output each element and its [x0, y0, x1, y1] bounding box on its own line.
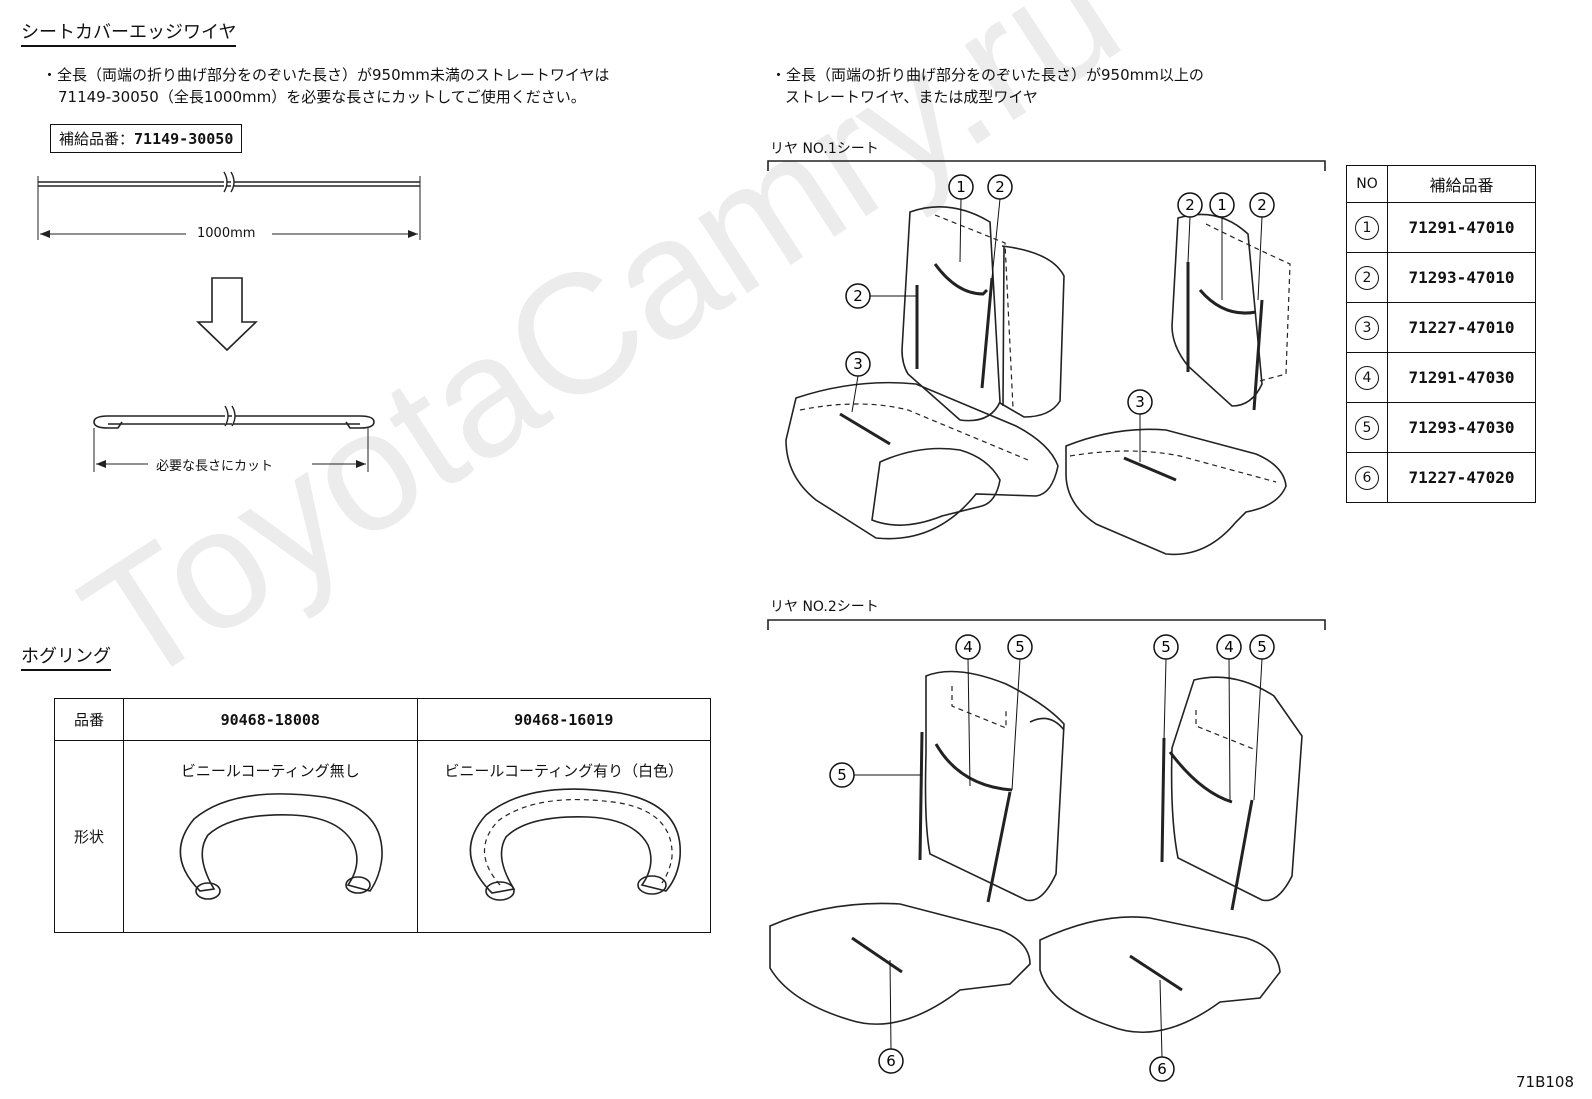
row-no: 4 — [1355, 365, 1379, 390]
svg-text:1: 1 — [1217, 196, 1227, 214]
seat2-left-back — [924, 670, 1065, 902]
hog-part-a: 90468-18008 — [123, 698, 418, 741]
hog-part-b: 90468-16019 — [416, 698, 711, 741]
note-long-line-1: ・全長（両端の折り曲げ部分をのぞいた長さ）が950mm以上の — [771, 66, 1204, 84]
svg-text:3: 3 — [1135, 393, 1145, 411]
svg-text:6: 6 — [1157, 1060, 1167, 1078]
seat1-callouts: 1 2 2 3 2 1 2 3 — [845, 174, 1275, 462]
note-long-line-2: ストレートワイヤ、または成型ワイヤ — [785, 88, 1038, 106]
seat2-callouts: 4 5 5 6 5 4 5 6 — [829, 634, 1275, 1082]
svg-text:3: 3 — [853, 355, 863, 373]
row-part-number: 71291-47010 — [1387, 202, 1536, 253]
supply-label: 補給品番： — [59, 130, 135, 148]
cut-label: 必要な長さにカット — [152, 455, 278, 474]
row-no: 5 — [1355, 415, 1379, 440]
row-no: 2 — [1355, 265, 1379, 290]
svg-text:2: 2 — [1257, 196, 1267, 214]
svg-text:4: 4 — [963, 638, 973, 656]
hog-ring-title: ホグリング — [21, 642, 111, 671]
row-no: 3 — [1355, 315, 1379, 340]
row-part-number: 71227-47020 — [1387, 452, 1536, 503]
svg-text:5: 5 — [1257, 638, 1267, 656]
seat1-left-back — [901, 206, 1001, 422]
table-row: 6 71227-47020 — [1346, 452, 1536, 503]
svg-text:5: 5 — [837, 766, 847, 784]
svg-text:5: 5 — [1161, 638, 1171, 656]
svg-text:5: 5 — [1015, 638, 1025, 656]
svg-text:2: 2 — [1185, 196, 1195, 214]
parts-header-part: 補給品番 — [1387, 165, 1536, 203]
row-part-number: 71293-47030 — [1387, 402, 1536, 453]
svg-text:4: 4 — [1224, 638, 1234, 656]
row-no: 1 — [1355, 215, 1379, 240]
hog-header-label: 品番 — [54, 698, 124, 741]
figure-code: 71B108 — [1516, 1073, 1575, 1091]
seat1-right-cushion — [1065, 428, 1287, 556]
row-part-number: 71291-47030 — [1387, 352, 1536, 403]
supply-number-box: 補給品番：71149-30050 — [50, 124, 243, 153]
svg-text:2: 2 — [995, 178, 1005, 196]
seat1-left-cushion — [785, 381, 1059, 540]
hog-ring-table: 品番 90468-18008 90468-16019 形状 ビニールコーティング… — [54, 698, 711, 933]
callout-1: 1 — [956, 178, 966, 196]
row-part-number: 71293-47010 — [1387, 252, 1536, 303]
note-short-line-1: ・全長（両端の折り曲げ部分をのぞいた長さ）が950mm未満のストレートワイヤは — [42, 66, 610, 84]
hog-desc-b: ビニールコーティング有り（白色） — [444, 762, 684, 780]
rear-seat-1-label: リヤ NO.1シート — [770, 141, 879, 157]
hog-desc-a: ビニールコーティング無し — [180, 762, 360, 780]
rear-seat-2-label: リヤ NO.2シート — [770, 599, 879, 615]
length-label: 1000mm — [193, 226, 260, 241]
seat2-left-cushion — [769, 902, 1031, 1025]
supply-number: 71149-30050 — [134, 130, 234, 148]
hog-ring-plain-icon — [179, 793, 384, 900]
hog-cell-a: ビニールコーティング無し — [123, 740, 418, 933]
edge-wire-title: シートカバーエッジワイヤ — [21, 18, 237, 47]
hog-shape-label: 形状 — [54, 740, 124, 933]
hog-ring-coated-icon — [469, 788, 681, 901]
seat2-right-back — [1170, 676, 1303, 902]
table-row: 5 71293-47030 — [1346, 402, 1536, 453]
hog-cell-b: ビニールコーティング有り（白色） — [416, 740, 711, 933]
table-row: 4 71291-47030 — [1346, 352, 1536, 403]
note-short-wire: ・全長（両端の折り曲げ部分をのぞいた長さ）が950mm未満のストレートワイヤは … — [42, 64, 609, 108]
note-long-wire: ・全長（両端の折り曲げ部分をのぞいた長さ）が950mm以上の ストレートワイヤ、… — [771, 64, 1204, 108]
svg-text:2: 2 — [853, 287, 863, 305]
svg-text:6: 6 — [886, 1052, 896, 1070]
table-row: 1 71291-47010 — [1346, 202, 1536, 253]
wire-cut-diagram — [37, 171, 421, 472]
row-no: 6 — [1355, 465, 1379, 490]
seat2-right-cushion — [1039, 916, 1281, 1034]
note-short-line-2: 71149-30050（全長1000mm）を必要な長さにカットしてご使用ください… — [58, 88, 586, 106]
table-row: 2 71293-47010 — [1346, 252, 1536, 303]
